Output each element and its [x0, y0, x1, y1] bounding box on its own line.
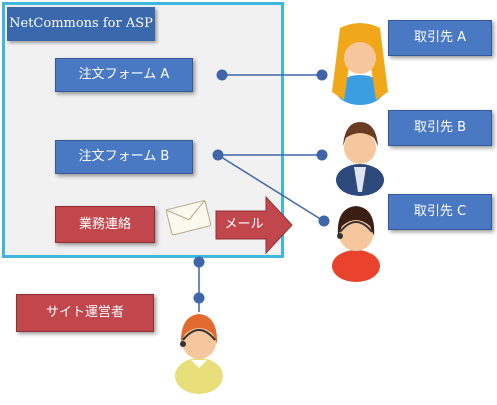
partner-a-avatar — [332, 23, 388, 105]
envelope-icon — [165, 200, 212, 236]
partner-b-label: 取引先 B — [388, 110, 492, 146]
operator-avatar — [175, 314, 223, 394]
partner-b-avatar — [336, 122, 384, 196]
site-operator-box: サイト運営者 — [16, 294, 154, 332]
dot-form-b — [212, 149, 224, 161]
dot-operator — [193, 292, 205, 304]
partner-c-label: 取引先 C — [388, 194, 492, 230]
dot-partner-c — [318, 215, 330, 227]
dot-frame-bottom — [193, 256, 205, 268]
business-contact-box: 業務連絡 — [55, 206, 155, 243]
mail-arrow-label: メール — [224, 217, 264, 232]
dot-partner-b — [316, 149, 328, 161]
connector-form-b-partner-c — [217, 154, 323, 221]
dot-form-a — [216, 69, 228, 81]
dot-partner-a — [316, 69, 328, 81]
mail-arrow-shape — [215, 195, 293, 255]
order-form-a: 注文フォーム A — [55, 58, 193, 92]
order-form-b: 注文フォーム B — [55, 140, 193, 174]
partner-c-avatar — [332, 206, 380, 282]
platform-title: NetCommons for ASP — [7, 7, 155, 41]
partner-a-label: 取引先 A — [388, 20, 492, 56]
